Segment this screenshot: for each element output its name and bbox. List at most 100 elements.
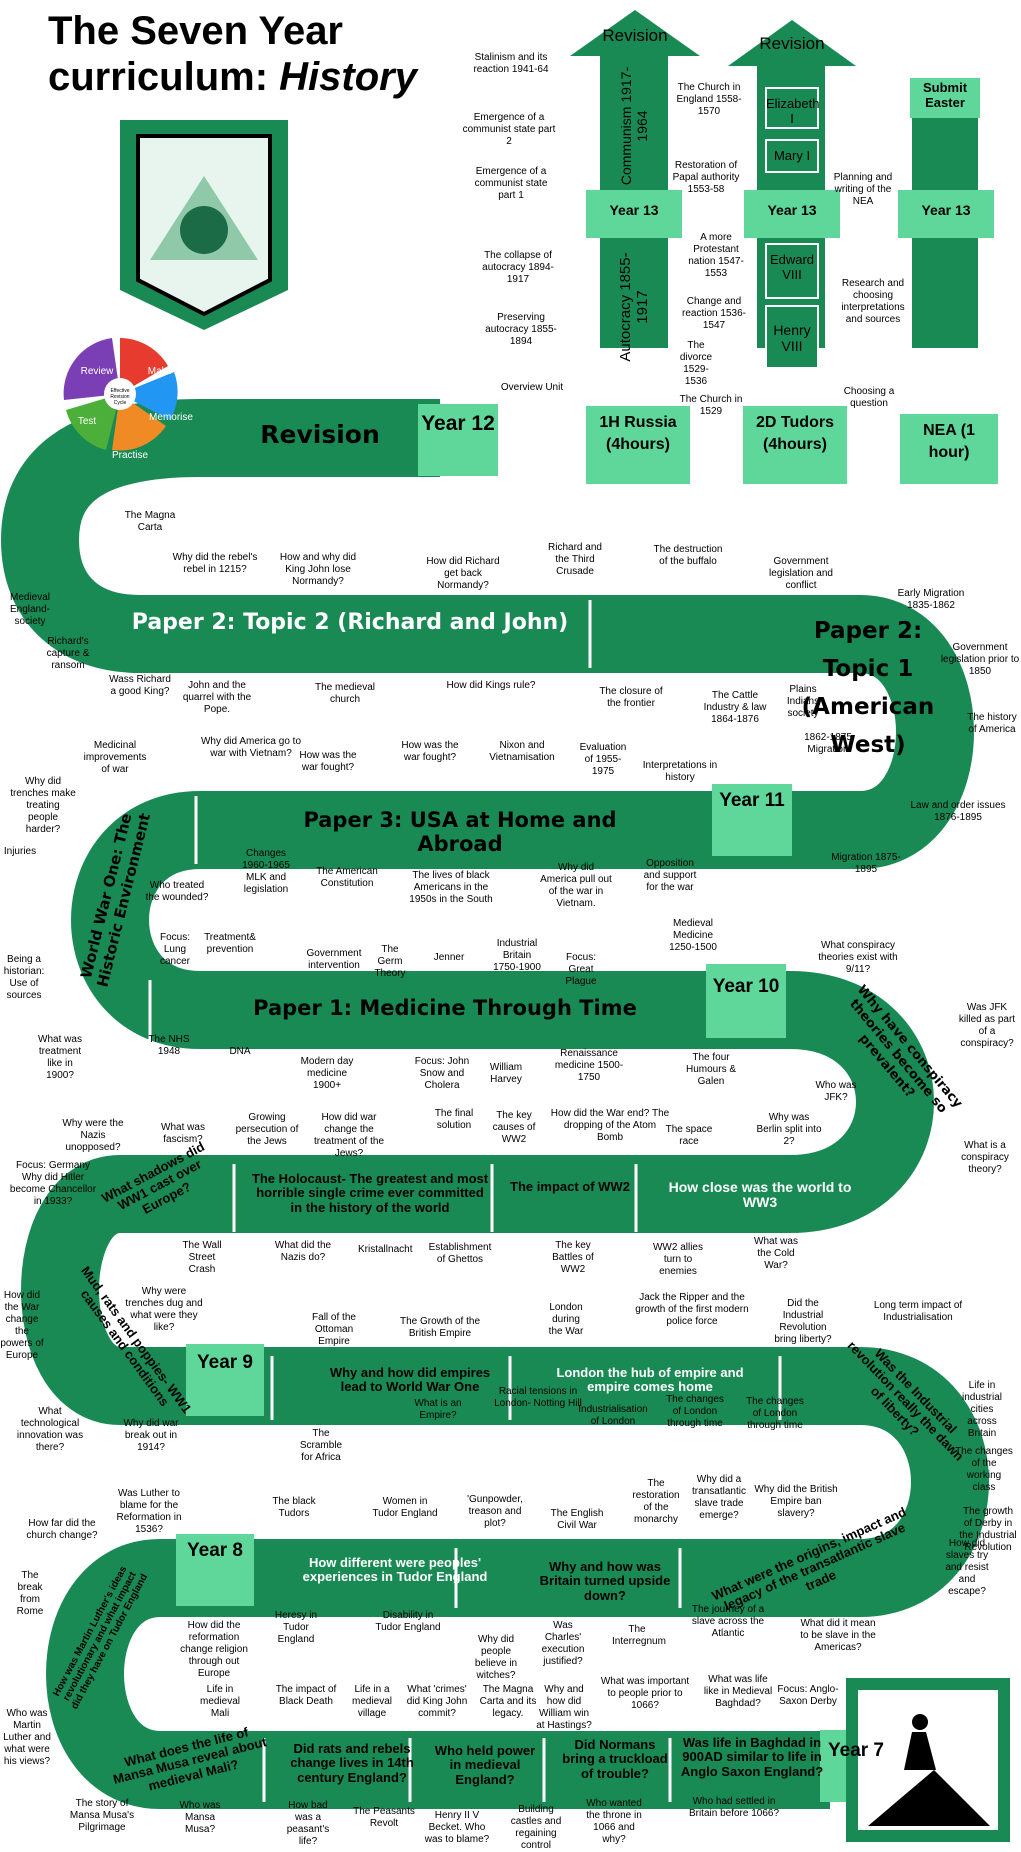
year12-box: Year 12 bbox=[421, 412, 495, 435]
topic-label: What was treatment like in 1900? bbox=[38, 1034, 82, 1081]
topic-label: Establishment of Ghettos bbox=[428, 1242, 492, 1265]
topic-label: Did the Industrial Revolution bring libe… bbox=[774, 1298, 832, 1345]
topic-label: 'Gunpowder, treason and plot? bbox=[467, 1494, 523, 1529]
topic-label: Focus: John Snow and Cholera bbox=[414, 1056, 470, 1091]
year10-box: Year 10 bbox=[712, 976, 780, 997]
revision-arrow-2: Revision bbox=[759, 34, 825, 53]
topic-label: Why were the Nazis unopposed? bbox=[62, 1118, 124, 1153]
topic-label: How far did the church change? bbox=[26, 1518, 98, 1541]
topic-label: Interpretations in history bbox=[642, 760, 718, 783]
topic-label: 1862-1875 Migration bbox=[804, 732, 852, 755]
topic-label: The growth of Derby in the Industrial Re… bbox=[959, 1506, 1017, 1553]
title-line2: curriculum: History bbox=[48, 54, 417, 100]
topic-label: The American Constitution bbox=[316, 866, 378, 889]
topic-label: The Scramble for Africa bbox=[299, 1428, 343, 1463]
topic-label: The impact of Black Death bbox=[275, 1684, 337, 1707]
topic-label: Henry II V Becket. Who was to blame? bbox=[424, 1810, 490, 1845]
cycle-practise: Practise bbox=[111, 450, 149, 461]
topic-label: How and why did King John lose Normandy? bbox=[279, 552, 357, 587]
topic-label: The Magna Carta and its legacy. bbox=[479, 1684, 537, 1719]
normans-band: Did Normans bring a truckload of trouble… bbox=[562, 1737, 668, 1781]
topic-label: The changes of London through time bbox=[666, 1394, 724, 1429]
topic-label: Jack the Ripper and the growth of the fi… bbox=[635, 1292, 749, 1327]
topic-label: John and the quarrel with the Pope. bbox=[182, 680, 252, 715]
title-curriculum: curriculum: bbox=[48, 55, 280, 99]
topic-label: Treatment& prevention bbox=[204, 932, 256, 955]
topic-label: Focus: Lung cancer bbox=[159, 932, 190, 967]
label-change-reaction: Change and reaction 1536-1547 bbox=[682, 296, 746, 331]
topic-label: The final solution bbox=[434, 1108, 474, 1131]
topic-label: How did slaves try and resist and escape… bbox=[945, 1538, 989, 1597]
topic-label: What is a conspiracy theory? bbox=[961, 1140, 1009, 1175]
topic-label: Industrialisation of London bbox=[578, 1404, 648, 1427]
topic-label: What 'crimes' did King John commit? bbox=[406, 1684, 468, 1719]
topic-label: The NHS 1948 bbox=[148, 1034, 190, 1057]
topic-label: How did Kings rule? bbox=[446, 680, 536, 691]
paper2-topic2-band: Paper 2: Topic 2 (Richard and John) bbox=[131, 610, 569, 635]
topic-label: The Growth of the British Empire bbox=[399, 1316, 481, 1339]
topic-label: Richard and the Third Crusade bbox=[548, 542, 602, 577]
label-church-1558: The Church in England 1558-1570 bbox=[676, 82, 742, 117]
label-preserving-autocracy: Preserving autocracy 1855-1894 bbox=[485, 312, 557, 347]
empires-band: Why and how did empires lead to World Wa… bbox=[329, 1365, 491, 1395]
henry-label: Henry VIII bbox=[773, 322, 811, 354]
topic-label: The changes of the working class bbox=[955, 1446, 1013, 1493]
topic-label: How did Richard get back Normandy? bbox=[426, 556, 500, 591]
label-nea-research: Research and choosing interpretations an… bbox=[841, 278, 905, 325]
topic-label: The key causes of WW2 bbox=[492, 1110, 536, 1145]
topic-label: What conspiracy theories exist with 9/11… bbox=[818, 940, 898, 975]
paper2-topic1-band: Paper 2: Topic 1 (American West) bbox=[801, 618, 935, 758]
upside-down-band: Why and how was Britain turned upside do… bbox=[539, 1559, 671, 1603]
cycle-memorise: Memorise bbox=[149, 412, 193, 423]
label-divorce: The divorce 1529-1536 bbox=[679, 340, 713, 387]
year13-box-nea: Year 13 bbox=[921, 202, 971, 218]
label-nea-planning: Planning and writing of the NEA bbox=[833, 172, 893, 207]
title-subject: History bbox=[279, 55, 417, 99]
topic-label: Medieval England- society bbox=[9, 592, 51, 627]
topic-label: Why did people believe in witches? bbox=[474, 1634, 518, 1681]
topic-label: Why did the British Empire ban slavery? bbox=[754, 1484, 838, 1519]
topic-label: Nixon and Vietnamisation bbox=[489, 740, 555, 763]
topic-label: Migration 1875-1895 bbox=[831, 852, 901, 875]
year13-box-tudors: Year 13 bbox=[767, 202, 817, 218]
topic-label: How was the war fought? bbox=[401, 740, 459, 763]
climber-sign bbox=[846, 1678, 1010, 1842]
topic-label: How did war change the treatment of the … bbox=[313, 1112, 385, 1159]
london-band: London the hub of empire and empire come… bbox=[556, 1365, 744, 1395]
holocaust-band: The Holocaust- The greatest and most hor… bbox=[251, 1171, 489, 1215]
topic-label: Medicinal improvements of war bbox=[83, 740, 147, 775]
topic-label: Was Charles' execution justified? bbox=[541, 1620, 585, 1667]
topic-label: Who treated the wounded? bbox=[145, 880, 209, 903]
revision-arrow-1: Revision bbox=[602, 26, 668, 45]
topic-label: Government legislation and conflict bbox=[769, 556, 833, 591]
topic-label: Why did the rebel's rebel in 1215? bbox=[172, 552, 258, 575]
topic-label: What did it mean to be slave in the Amer… bbox=[800, 1618, 876, 1653]
communism-column-label: Communism 1917-1964 bbox=[618, 66, 650, 186]
topic-label: Life in medieval Mali bbox=[199, 1684, 241, 1719]
submit-easter: Submit Easter bbox=[922, 80, 968, 110]
topic-label: Early Migration 1835-1862 bbox=[897, 588, 965, 611]
revision-band: Revision bbox=[260, 420, 380, 449]
revision-cycle bbox=[63, 338, 178, 451]
topic-label: Heresy in Tudor England bbox=[274, 1610, 318, 1645]
topic-label: What did the Nazis do? bbox=[274, 1240, 332, 1263]
topic-label: Why did trenches make treating people ha… bbox=[10, 776, 76, 835]
russia-box: 1H Russia (4hours) bbox=[599, 414, 677, 453]
power-band: Who held power in medieval England? bbox=[434, 1743, 536, 1787]
label-communist-1: Emergence of a communist state part 1 bbox=[474, 166, 548, 201]
topic-label: Law and order issues 1876-1895 bbox=[910, 800, 1006, 823]
topic-label: Was Luther to blame for the Reformation … bbox=[116, 1488, 182, 1535]
baghdad-band: Was life in Baghdad in 900AD similar to … bbox=[680, 1735, 824, 1779]
topic-label: What is an Empire? bbox=[414, 1398, 462, 1421]
topic-label: Being a historian: Use of sources bbox=[3, 954, 45, 1001]
topic-label: How bad was a peasant's life? bbox=[286, 1800, 330, 1847]
nea-box: NEA (1 hour) bbox=[923, 422, 975, 461]
topic-label: Disability in Tudor England bbox=[375, 1610, 441, 1633]
topic-label: William Harvey bbox=[489, 1062, 523, 1085]
topic-label: What was life like in Medieval Baghdad? bbox=[703, 1674, 773, 1709]
topic-label: Renaissance medicine 1500-1750 bbox=[554, 1048, 624, 1083]
topic-label: The story of Mansa Musa's Pilgrimage bbox=[69, 1798, 135, 1833]
topic-label: Focus: Anglo-Saxon Derby bbox=[777, 1684, 839, 1707]
topic-label: How did the War change the powers of Eur… bbox=[0, 1290, 44, 1361]
topic-label: The Wall Street Crash bbox=[182, 1240, 222, 1275]
